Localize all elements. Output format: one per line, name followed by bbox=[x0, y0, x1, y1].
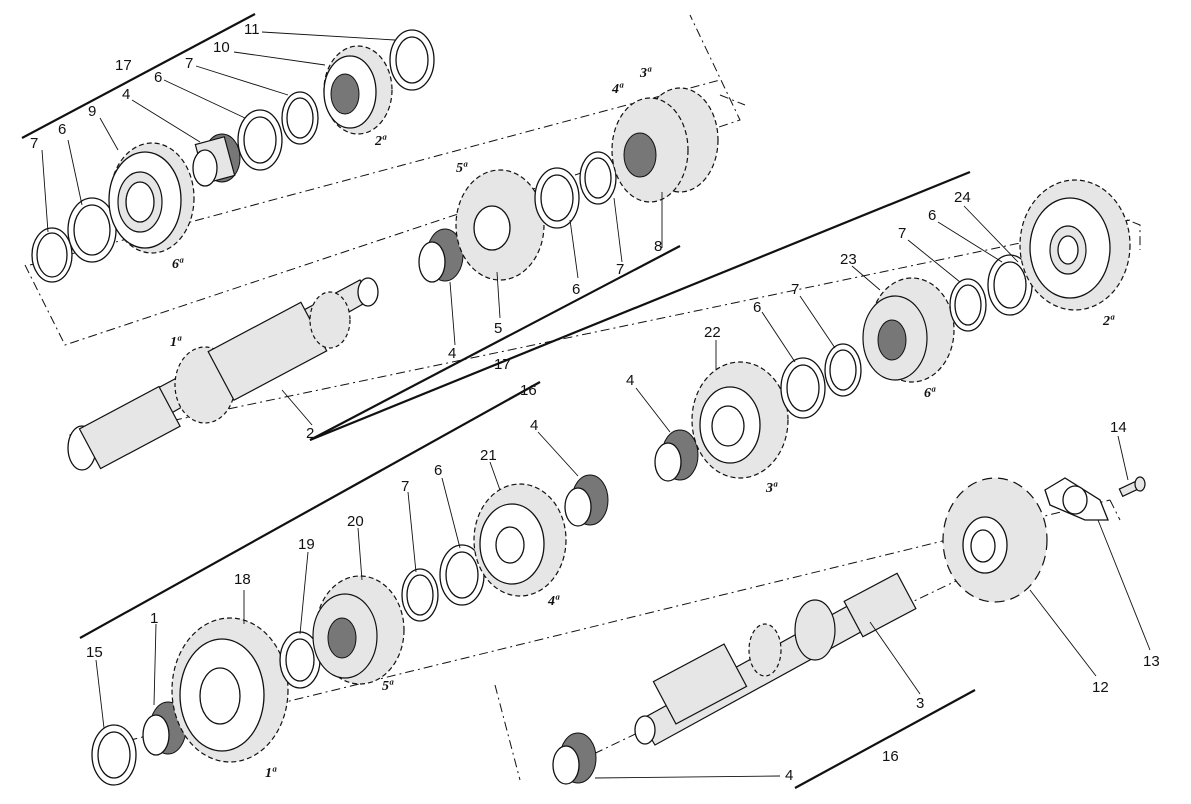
gear-18-first bbox=[171, 617, 289, 763]
callout-9: 9 bbox=[88, 103, 96, 120]
callout-6: 6 bbox=[572, 281, 580, 298]
callout-8: 8 bbox=[654, 238, 662, 255]
bracket-16-left bbox=[79, 381, 541, 639]
callout-4: 4 bbox=[448, 345, 456, 362]
needle-bearing-4-c bbox=[654, 429, 699, 482]
bracket-16-upper bbox=[309, 170, 971, 442]
callout-15: 15 bbox=[86, 644, 103, 661]
needle-bearing-4-a bbox=[192, 133, 241, 187]
callout-5: 5 bbox=[494, 320, 502, 337]
callout-2: 2 bbox=[306, 425, 314, 442]
callout-7: 7 bbox=[616, 261, 624, 278]
callout-14: 14 bbox=[1110, 419, 1127, 436]
callout-16: 16 bbox=[520, 382, 537, 399]
callout-numbers: 7 6 9 4 6 7 10 11 17 8 7 6 5 4 17 2 24 6… bbox=[30, 21, 1160, 784]
leader-lines bbox=[41, 31, 1151, 779]
gear-label-4th: 4ª bbox=[611, 82, 624, 97]
callout-21: 21 bbox=[480, 447, 497, 464]
callout-6: 6 bbox=[154, 69, 162, 86]
gear-label-2nd: 2ª bbox=[374, 134, 387, 149]
upper-shaft-parts bbox=[31, 29, 719, 471]
callout-23: 23 bbox=[840, 251, 857, 268]
callout-17: 17 bbox=[494, 356, 511, 373]
screw-14 bbox=[1118, 476, 1146, 498]
callout-17: 17 bbox=[115, 57, 132, 74]
callout-10: 10 bbox=[213, 39, 230, 56]
gear-label-6th: 6ª bbox=[172, 257, 184, 272]
gear-label-1st: 1ª bbox=[265, 766, 277, 781]
callout-7: 7 bbox=[30, 135, 38, 152]
callout-22: 22 bbox=[704, 324, 721, 341]
gear-label-6th: 6ª bbox=[924, 386, 936, 401]
gear-label-3rd: 3ª bbox=[765, 481, 778, 496]
assembly-brackets bbox=[21, 13, 976, 789]
gear-ratio-labels: 6ª 2ª 5ª 4ª 3ª 1ª 2ª 6ª 3ª 4ª 5ª 1ª bbox=[170, 66, 1115, 781]
callout-4: 4 bbox=[122, 86, 130, 103]
callout-13: 13 bbox=[1143, 653, 1160, 670]
callout-16: 16 bbox=[882, 748, 899, 765]
needle-bearing-4-d bbox=[564, 474, 609, 527]
callout-20: 20 bbox=[347, 513, 364, 530]
bracket-17-lower bbox=[309, 245, 681, 441]
callout-4: 4 bbox=[626, 372, 634, 389]
callout-6: 6 bbox=[434, 462, 442, 479]
callout-6: 6 bbox=[58, 121, 66, 138]
gear-label-1st: 1ª bbox=[170, 335, 182, 350]
callout-6: 6 bbox=[753, 299, 761, 316]
gear-23-sixth bbox=[862, 277, 955, 383]
gear-24-second bbox=[1019, 179, 1131, 311]
callout-18: 18 bbox=[234, 571, 251, 588]
gear-21-fourth bbox=[473, 483, 567, 597]
gear-9-sixth bbox=[108, 142, 195, 254]
callout-4: 4 bbox=[785, 767, 793, 784]
sprocket-12 bbox=[942, 477, 1048, 603]
gear-label-5th: 5ª bbox=[382, 679, 394, 694]
layshaft-lower-parts bbox=[91, 474, 1146, 786]
callout-4: 4 bbox=[530, 417, 538, 434]
layshaft-upper-parts bbox=[654, 179, 1131, 482]
callout-3: 3 bbox=[916, 695, 924, 712]
callout-7: 7 bbox=[185, 55, 193, 72]
callout-1: 1 bbox=[150, 610, 158, 627]
needle-bearing-4-b bbox=[418, 228, 464, 283]
bracket-16-lower bbox=[794, 689, 976, 789]
gear-22-third bbox=[691, 361, 789, 479]
callout-24: 24 bbox=[954, 189, 971, 206]
gear-label-3rd: 3ª bbox=[639, 66, 652, 81]
gear-8-third-fourth bbox=[611, 87, 719, 203]
primary-shaft-2 bbox=[67, 277, 379, 471]
callout-7: 7 bbox=[898, 225, 906, 242]
layshaft-3 bbox=[634, 572, 917, 746]
callout-12: 12 bbox=[1092, 679, 1109, 696]
gear-label-5th: 5ª bbox=[456, 161, 468, 176]
needle-bearing-1 bbox=[142, 701, 187, 756]
callout-6: 6 bbox=[928, 207, 936, 224]
needle-bearing-4-e bbox=[552, 732, 597, 785]
callout-7: 7 bbox=[401, 478, 409, 495]
callout-11: 11 bbox=[244, 21, 260, 38]
gear-5-fifth bbox=[455, 169, 545, 281]
callout-7: 7 bbox=[791, 281, 799, 298]
bracket-17-upper bbox=[21, 13, 256, 139]
callout-19: 19 bbox=[298, 536, 315, 553]
gear-10-second bbox=[323, 45, 393, 135]
lock-plate-13 bbox=[1044, 477, 1109, 521]
gear-label-2nd: 2ª bbox=[1102, 314, 1115, 329]
gear-label-4th: 4ª bbox=[547, 594, 560, 609]
gear-20-fifth bbox=[312, 575, 405, 685]
